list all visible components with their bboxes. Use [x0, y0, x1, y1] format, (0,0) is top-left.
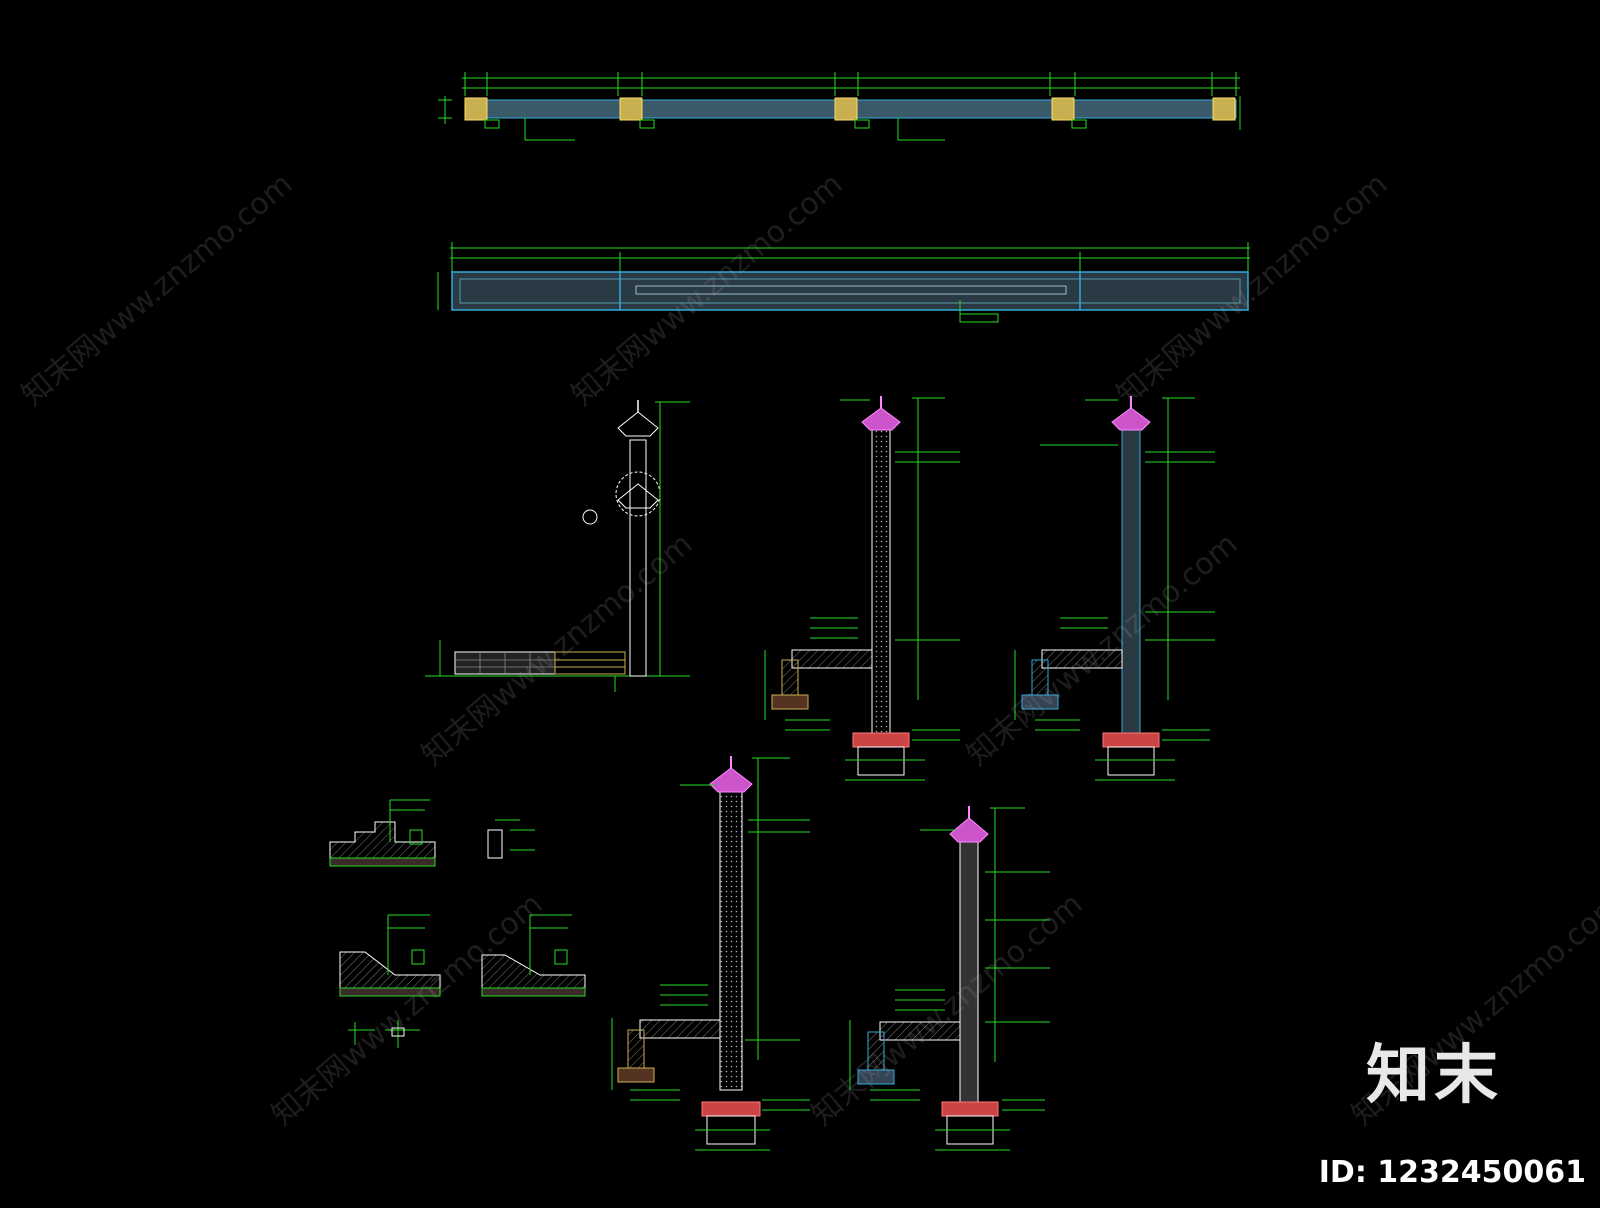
wall-section-1: [764, 396, 960, 781]
pillar-side-elevation: [425, 400, 690, 692]
wall-section-3: [611, 756, 810, 1151]
wall-section-2: [1014, 396, 1215, 781]
ramp-detail-1: [339, 914, 441, 997]
brand-logo: 知末: [1366, 1039, 1502, 1113]
wall-section-4: [849, 806, 1050, 1151]
wall-plan-view: [438, 72, 1241, 141]
ramp-detail-2: [481, 914, 586, 997]
image-id-label: ID: 1232450061: [1318, 1155, 1586, 1190]
step-details: [329, 799, 586, 1048]
step-detail-2: [487, 819, 535, 859]
step-detail-1: [329, 799, 436, 867]
wall-elevation-view: [437, 242, 1250, 323]
joint-detail: [348, 1020, 420, 1048]
